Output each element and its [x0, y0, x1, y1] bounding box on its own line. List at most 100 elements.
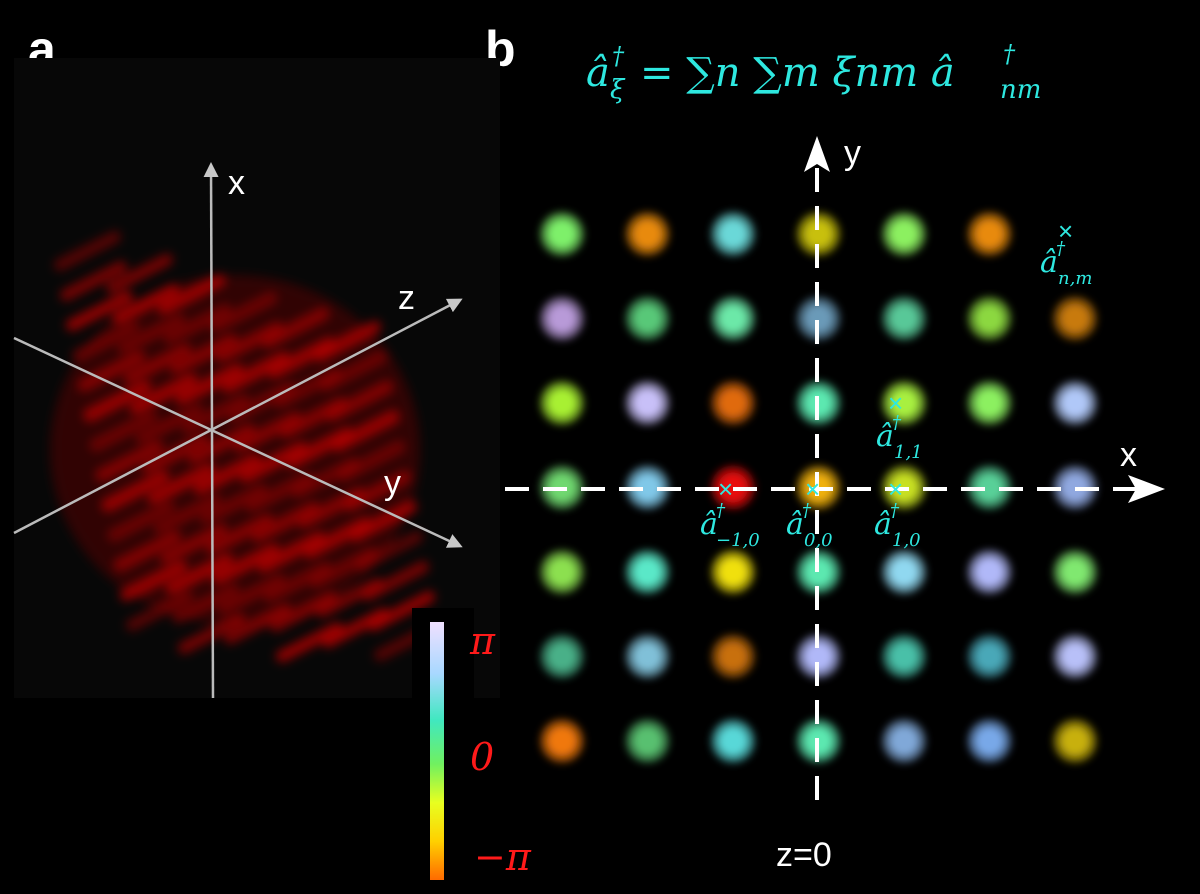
- atom-tube-streak: [96, 441, 163, 481]
- cross-marker-n-m: ×: [1058, 216, 1073, 246]
- cross-marker-1-0: ×: [888, 474, 903, 504]
- op-label-1-1-sub: 1,1: [894, 442, 923, 463]
- atom-tube-streak: [90, 411, 157, 451]
- atom-tube-streak: [268, 337, 335, 378]
- panel-a-z-axis: [13, 298, 463, 535]
- lattice-site: [1060, 388, 1090, 418]
- lattice-site: [974, 557, 1005, 587]
- lattice-site: [974, 726, 1005, 756]
- lattice-site: [632, 472, 663, 503]
- atom-tube-streak: [224, 604, 291, 645]
- formula-lhs: â: [586, 50, 610, 96]
- op-label-1-1-base: â: [876, 419, 894, 454]
- panel-a-y-label: y: [384, 464, 401, 502]
- atom-tube-streak: [286, 427, 353, 468]
- lattice-site: [718, 388, 748, 418]
- lattice-site: [803, 219, 834, 249]
- op-label-1-1-dagger: †: [892, 412, 902, 433]
- op-label-1-0-sub: 1,0: [892, 530, 921, 551]
- lattice-site: [1060, 557, 1090, 587]
- atom-tube-streak: [234, 412, 301, 453]
- lattice-site: [632, 219, 663, 249]
- lattice-site: [547, 388, 577, 418]
- op-label-0-0-base: â: [786, 507, 804, 542]
- atom-tube-streak: [164, 304, 231, 345]
- op-label-1-0-base: â: [874, 507, 892, 542]
- atom-tube-streak: [124, 343, 191, 384]
- atom-tube-streak: [304, 517, 371, 558]
- atom-tube-streak: [126, 591, 193, 631]
- lattice-site: [974, 303, 1005, 334]
- colorbar-top-label: π: [469, 619, 496, 663]
- atom-tube-streak: [200, 484, 267, 525]
- atom-tube-streak: [246, 472, 313, 513]
- atom-tube-streak: [102, 471, 169, 511]
- panel-b-x-label: x: [1120, 436, 1137, 474]
- atom-tube-streak: [136, 403, 203, 444]
- lattice-site: [1060, 726, 1090, 756]
- lattice-site: [547, 557, 577, 587]
- lattice-site: [889, 303, 919, 334]
- atom-tube-streak: [280, 397, 347, 438]
- op-label-minus1-0-dagger: †: [716, 500, 726, 521]
- atom-tube-streak: [130, 373, 197, 414]
- cross-marker-1-1: ×: [888, 388, 903, 418]
- atom-tube-streak: [54, 231, 121, 271]
- atom-tube-streak: [154, 493, 221, 534]
- formula-rhs-sub: nm: [1000, 75, 1041, 105]
- lattice-site: [632, 557, 663, 587]
- lattice-site: [632, 641, 663, 672]
- lattice-site: [889, 641, 919, 672]
- atom-tube-streak: [142, 433, 209, 474]
- atom-tube-streak: [60, 261, 127, 301]
- lattice-site: [974, 472, 1005, 503]
- panel-a-axes: x z y: [13, 162, 463, 699]
- atom-tube-streak: [210, 292, 277, 333]
- lattice-site: [718, 557, 748, 587]
- atom-tube-streak: [194, 454, 261, 495]
- cross-marker-minus1-0: ×: [718, 474, 733, 504]
- atom-tube-streak: [172, 583, 239, 624]
- formula-rhs-dagger: †: [1003, 40, 1016, 68]
- lattice-site: [718, 303, 748, 334]
- lattice-site: [718, 641, 748, 672]
- atom-tube-streak: [176, 364, 243, 405]
- lattice-site: [974, 641, 1005, 672]
- panel-b-y-label: y: [844, 134, 861, 172]
- panel-b-y-arrowhead: [804, 136, 830, 172]
- atom-tube-streak: [322, 607, 389, 648]
- atom-tube-streak: [212, 544, 279, 585]
- atom-tube-streak: [108, 501, 175, 541]
- lattice-site: [718, 726, 748, 756]
- lattice-site: [889, 219, 919, 249]
- cross-marker-0-0: ×: [805, 474, 820, 504]
- atom-tube-streak: [166, 553, 233, 594]
- operator-markers: × â † n,m × â † 1,1 × â † −1,0 × â † 0,0…: [700, 216, 1092, 551]
- atom-tube-streak: [264, 562, 331, 603]
- atom-tube-streak: [292, 457, 359, 498]
- atom-tube-streak: [148, 463, 215, 504]
- atom-tube-streak: [216, 322, 283, 363]
- lattice-site: [718, 219, 748, 249]
- atom-tube-streak: [66, 291, 133, 331]
- lattice-site: [632, 726, 663, 756]
- lattice-site: [1060, 303, 1090, 334]
- formula-lhs-sub: ξ: [610, 75, 626, 105]
- atom-tube-streak: [270, 592, 337, 633]
- panel-a-y-axis: [13, 336, 463, 548]
- atom-tube-streak: [252, 502, 319, 543]
- atom-tube-streak: [118, 313, 185, 354]
- panel-b-x-arrowhead: [1128, 475, 1165, 503]
- lattice-site: [547, 726, 577, 756]
- lattice-site: [889, 388, 919, 418]
- colorbar-bottom-label: −π: [474, 835, 532, 879]
- formula-rhs: = ∑n ∑m ξnm â: [640, 50, 955, 96]
- op-label-n-m-base: â: [1040, 245, 1058, 280]
- op-label-1-0-dagger: †: [890, 500, 900, 521]
- op-label-minus1-0-sub: −1,0: [716, 530, 760, 551]
- lattice-site: [803, 641, 834, 672]
- atom-tube-streak: [72, 321, 139, 361]
- lattice-site: [547, 641, 577, 672]
- atom-tube-streak: [298, 487, 365, 528]
